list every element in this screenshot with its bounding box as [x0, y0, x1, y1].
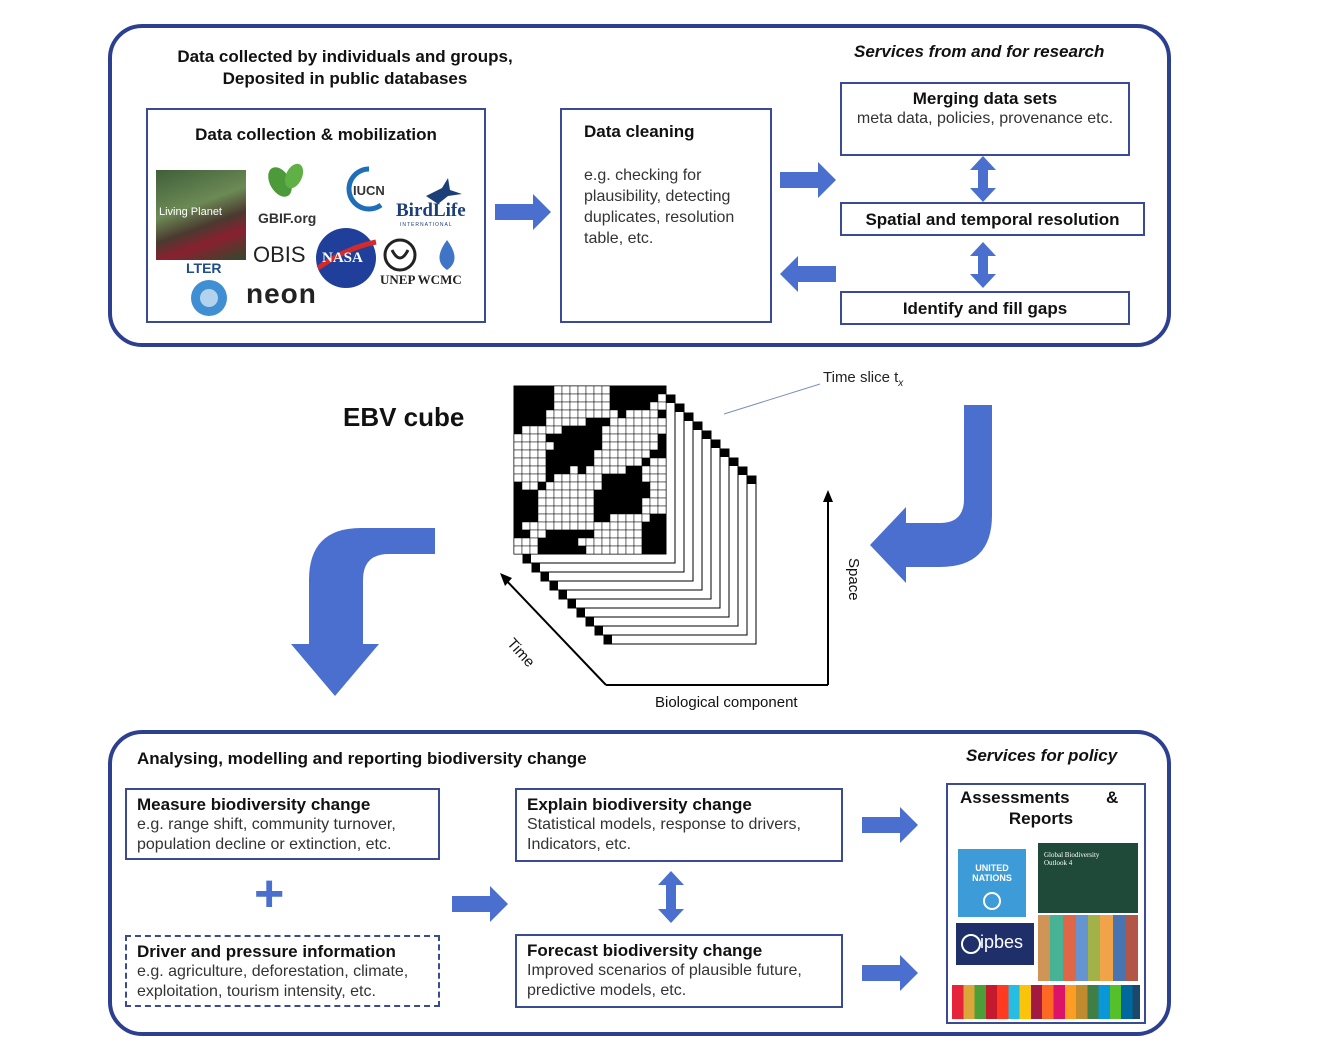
unep-wcmc-label: UNEP WCMC — [380, 272, 462, 287]
birdlife-sub-label: INTERNATIONAL — [400, 222, 453, 228]
explain-line1: Statistical models, response to drivers, — [527, 816, 801, 833]
bird-icon — [426, 178, 462, 204]
gaps-title: Identify and fill gaps — [902, 299, 1068, 318]
explain-line2: Indicators, etc. — [527, 836, 632, 853]
lter-globe-icon — [191, 280, 227, 316]
unep-globe-icon — [383, 238, 417, 272]
nasa-swoosh-icon — [316, 239, 377, 271]
data-cleaning-title: Data cleaning — [584, 122, 695, 141]
top-heading: Data collected by individuals and groups… — [150, 46, 540, 90]
top-heading-line2: Deposited in public databases — [222, 69, 468, 88]
lter-label: LTER — [186, 260, 222, 276]
gaps-box: Identify and fill gaps — [840, 291, 1130, 325]
arrow-cleaning-to-merging — [780, 162, 836, 198]
lter-logo: LTER — [186, 260, 236, 318]
living-planet-label: Living Planet — [159, 206, 222, 218]
services-policy-title: Services for policy — [966, 746, 1118, 765]
data-collection-box: Data collection & mobilization Living Pl… — [146, 108, 486, 323]
merging-title: Merging data sets — [912, 89, 1058, 108]
axis-label-space: Space — [845, 558, 862, 601]
cube-slice — [513, 385, 667, 555]
birdlife-label: BirdLife — [396, 200, 466, 221]
bottom-heading: Analysing, modelling and reporting biodi… — [137, 749, 587, 768]
gbo-label-1: Global Biodiversity — [1044, 851, 1100, 859]
obis-logo: OBIS — [253, 242, 306, 267]
iucn-label: IUCN — [353, 183, 385, 198]
reports-box: Assessments & Reports UNITED NATIONS Glo… — [946, 783, 1146, 1024]
gbif-logo: GBIF.org — [258, 162, 318, 232]
axis-time-arrowhead — [500, 573, 512, 586]
birdlife-logo: BirdLife INTERNATIONAL — [396, 178, 476, 230]
ipbes-label: ipbes — [980, 932, 1024, 952]
reports-title-b: Reports — [1008, 809, 1074, 828]
curved-arrow-left — [291, 528, 435, 696]
ipbes-cover: ipbes — [956, 923, 1034, 965]
gbo-label-2: Outlook 4 — [1044, 859, 1073, 867]
nasa-label: NASA — [322, 250, 363, 266]
sdg-tiles-strip — [952, 985, 1140, 1019]
resolution-box: Spatial and temporal resolution — [840, 202, 1145, 236]
resolution-title: Spatial and temporal resolution — [865, 210, 1120, 229]
services-research-title: Services from and for research — [854, 42, 1105, 61]
un-report-cover: UNITED NATIONS — [958, 849, 1026, 917]
un-label-1: UNITED — [975, 863, 1009, 873]
measure-box: Measure biodiversity change e.g. range s… — [125, 788, 440, 860]
iucn-ring-icon — [346, 166, 383, 212]
axis-space-arrowhead — [823, 490, 833, 502]
driver-line2: exploitation, tourism intensity, etc. — [137, 983, 376, 1000]
arrow-gaps-to-cleaning — [780, 256, 836, 292]
time-slice-subscript: x — [898, 378, 904, 389]
reports-title-amp: & — [1106, 788, 1119, 807]
top-heading-line1: Data collected by individuals and groups… — [177, 47, 513, 66]
living-planet-cover: Living Planet — [156, 170, 246, 260]
merging-box: Merging data sets meta data, policies, p… — [840, 82, 1130, 156]
unep-wcmc-logo: UNEP WCMC — [380, 238, 480, 288]
data-collection-title: Data collection & mobilization — [195, 125, 437, 144]
measure-line2: population decline or extinction, etc. — [137, 836, 392, 853]
plus-sign: + — [254, 865, 285, 923]
measure-line1: e.g. range shift, community turnover, — [137, 816, 396, 833]
arrow-forecast-to-reports — [862, 955, 918, 991]
merging-body: meta data, policies, provenance etc. — [856, 110, 1114, 127]
explain-title: Explain biodiversity change — [527, 795, 752, 814]
curved-arrow-right — [870, 405, 992, 583]
driver-title: Driver and pressure information — [137, 942, 396, 961]
arrow-to-explain — [452, 886, 508, 922]
time-slice-text: Time slice t — [823, 369, 899, 386]
photo-mosaic — [1038, 915, 1138, 981]
gbo-report-cover: Global Biodiversity Outlook 4 — [1038, 843, 1138, 913]
double-arrow-resolution-gaps — [970, 242, 996, 288]
forecast-line1: Improved scenarios of plausible future, — [527, 962, 802, 979]
gbif-leaf-icon — [268, 163, 304, 197]
time-slice-pointer-line — [723, 383, 821, 415]
double-arrow-merging-resolution — [970, 156, 996, 202]
nasa-logo: NASA — [316, 228, 377, 288]
un-emblem-icon — [983, 892, 1001, 910]
un-label-2: NATIONS — [972, 873, 1012, 883]
driver-line1: e.g. agriculture, deforestation, climate… — [137, 963, 409, 980]
wcmc-drop-icon — [439, 240, 455, 270]
forecast-box: Forecast biodiversity change Improved sc… — [515, 934, 843, 1008]
reports-title-a: Assessments — [960, 788, 1070, 807]
ipbes-globe-icon — [961, 934, 981, 954]
measure-title: Measure biodiversity change — [137, 795, 371, 814]
forecast-line2: predictive models, etc. — [527, 982, 687, 999]
axis-time-line — [503, 577, 607, 686]
arrow-collection-to-cleaning — [495, 194, 551, 230]
arrow-explain-to-reports — [862, 807, 918, 843]
ebv-cube-title: EBV cube — [343, 402, 465, 432]
data-cleaning-body: e.g. checking for plausibility, detectin… — [584, 167, 735, 247]
data-cleaning-box: Data cleaning e.g. checking for plausibi… — [560, 108, 772, 323]
gbif-label: GBIF.org — [258, 210, 317, 226]
driver-box: Driver and pressure information e.g. agr… — [125, 935, 440, 1007]
explain-box: Explain biodiversity change Statistical … — [515, 788, 843, 862]
axis-label-bio: Biological component — [655, 694, 798, 711]
time-slice-label: Time slice tx — [823, 369, 903, 389]
double-arrow-explain-forecast — [658, 871, 684, 923]
iucn-logo: IUCN — [341, 165, 391, 213]
neon-logo: neon — [246, 278, 317, 309]
ebv-cube-graphic — [500, 385, 833, 686]
forecast-title: Forecast biodiversity change — [527, 941, 763, 960]
